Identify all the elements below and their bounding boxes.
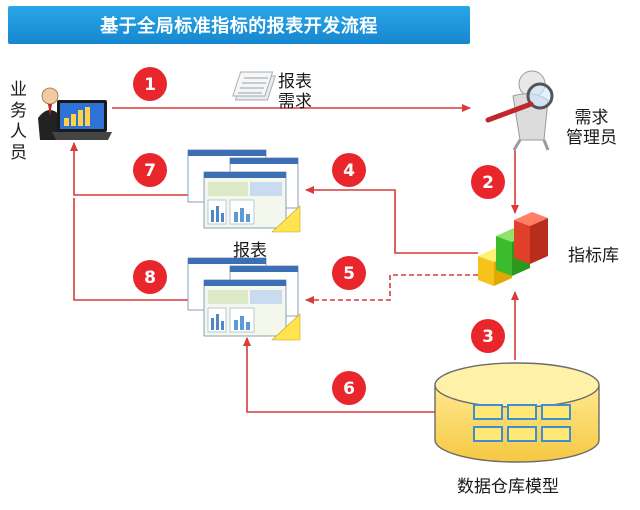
report-thumbnails-bottom (187, 257, 301, 341)
step-badge-3: 3 (471, 319, 505, 353)
arrow-step-5 (305, 274, 478, 304)
data-warehouse-cylinder (434, 362, 600, 463)
svg-text:8: 8 (144, 268, 156, 288)
svg-text:1: 1 (144, 75, 156, 95)
svg-text:6: 6 (343, 379, 355, 399)
step-badge-1: 1 (133, 67, 167, 101)
step-badge-5: 5 (332, 256, 366, 290)
svg-text:7: 7 (144, 161, 156, 181)
svg-text:4: 4 (343, 161, 355, 181)
report-request-label: 报表 需求 (278, 72, 312, 112)
data-warehouse-label: 数据仓库模型 (457, 477, 559, 497)
indicator-cubes-icon (478, 212, 548, 286)
step-badge-4: 4 (332, 153, 366, 187)
arrow-step-7 (70, 142, 190, 196)
report-label: 报表 (233, 241, 267, 261)
step-badge-2: 2 (471, 165, 505, 199)
magnifier-person-icon (485, 70, 554, 151)
step-badge-8: 8 (133, 260, 167, 294)
indicator-library-label: 指标库 (568, 246, 619, 266)
svg-text:2: 2 (482, 173, 494, 193)
page-title: 基于全局标准指标的报表开发流程 (8, 6, 470, 44)
business-staff-label: 业 务 人 员 (10, 80, 27, 163)
arrow-step-4 (305, 186, 478, 254)
svg-text:5: 5 (343, 264, 355, 284)
business-person-icon (38, 87, 112, 140)
report-thumbnails-top (187, 149, 301, 233)
arrow-step-8 (73, 198, 190, 301)
step-badge-7: 7 (133, 153, 167, 187)
document-icon (232, 71, 276, 101)
svg-text:3: 3 (482, 327, 494, 347)
arrow-step-6 (243, 337, 435, 413)
step-badge-6: 6 (332, 371, 366, 405)
demand-manager-label: 需求 管理员 (566, 108, 617, 148)
